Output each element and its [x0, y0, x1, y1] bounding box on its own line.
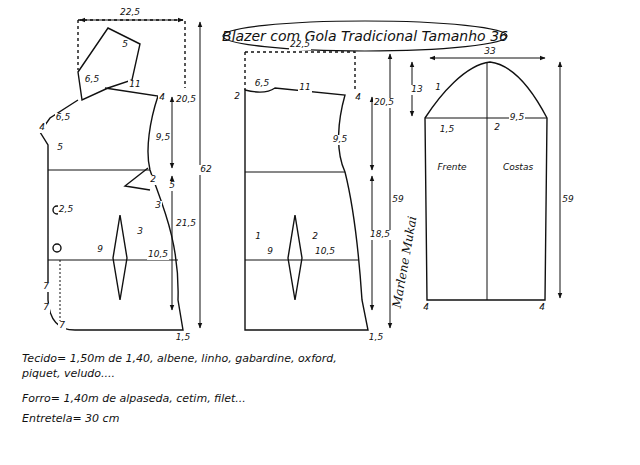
material-note: Forro= 1,40m de alpaseda, cetim, filet..…	[22, 392, 422, 407]
dimension-label: 7	[58, 321, 66, 331]
dimension-label: 9,5	[155, 133, 171, 143]
dimension-label: 2	[149, 175, 157, 185]
title: Blazer com Gola Tradicional Tamanho 36	[222, 28, 508, 44]
dimension-label: 11	[128, 80, 141, 90]
dimension-label: 9	[266, 247, 274, 257]
dimension-label: 13	[410, 85, 423, 95]
material-note: Entretela= 30 cm	[22, 412, 422, 427]
dimension-label: Costas	[502, 163, 534, 173]
dimension-label: 4	[38, 123, 46, 133]
dimension-label: 7	[42, 282, 50, 292]
dimension-label: 22,5	[289, 40, 311, 50]
dimension-label: 2	[233, 92, 241, 102]
dimension-label: 20,5	[175, 95, 197, 105]
dimension-label: 4	[354, 93, 362, 103]
dimension-label: 59	[561, 195, 574, 205]
dimension-label: 33	[483, 47, 496, 57]
dimension-label: 3	[154, 201, 162, 211]
dimension-label: 21,5	[175, 219, 197, 229]
dimension-label: 18,5	[369, 230, 391, 240]
sleeve-piece	[412, 58, 560, 300]
dimension-label: 10,5	[314, 247, 336, 257]
dimension-label: 4	[158, 93, 166, 103]
dimension-label: 1,5	[368, 333, 384, 343]
dimension-label: 4	[538, 303, 546, 313]
dimension-label: 1	[254, 232, 262, 242]
dimension-label: 5	[56, 143, 64, 153]
back-piece	[245, 52, 390, 330]
title-oval	[223, 21, 507, 51]
signature: Marlene Mukai	[390, 215, 420, 309]
dimension-label: 62	[199, 165, 212, 175]
dimension-label: 3	[136, 227, 144, 237]
dimension-label: 7	[42, 303, 50, 313]
dimension-label: 2,5	[58, 205, 74, 215]
dimension-label: 6,5	[55, 113, 71, 123]
dimension-label: 6,5	[84, 75, 100, 85]
dimension-label: 59	[391, 195, 404, 205]
dimension-label: 11	[298, 83, 311, 93]
dimension-label: 2	[493, 123, 501, 133]
dimension-label: 5	[121, 40, 129, 50]
dimension-label: 4	[422, 303, 430, 313]
dimension-label: 22,5	[119, 8, 141, 18]
dimension-label: 1,5	[175, 333, 191, 343]
material-note: Tecido= 1,50m de 1,40, albene, linho, ga…	[22, 352, 352, 382]
dimension-label: 9	[96, 245, 104, 255]
dimension-label: Frente	[436, 163, 467, 173]
front-piece	[40, 20, 200, 330]
dimension-label: 20,5	[373, 98, 395, 108]
dimension-label: 9,5	[509, 113, 525, 123]
dimension-label: 2	[311, 232, 319, 242]
dimension-label: 1	[434, 83, 442, 93]
dimension-label: 1,5	[439, 125, 455, 135]
dimension-label: 10,5	[147, 250, 169, 260]
dimension-label: 5	[168, 181, 176, 191]
dimension-label: 6,5	[254, 79, 270, 89]
dimension-label: 9,5	[332, 135, 348, 145]
